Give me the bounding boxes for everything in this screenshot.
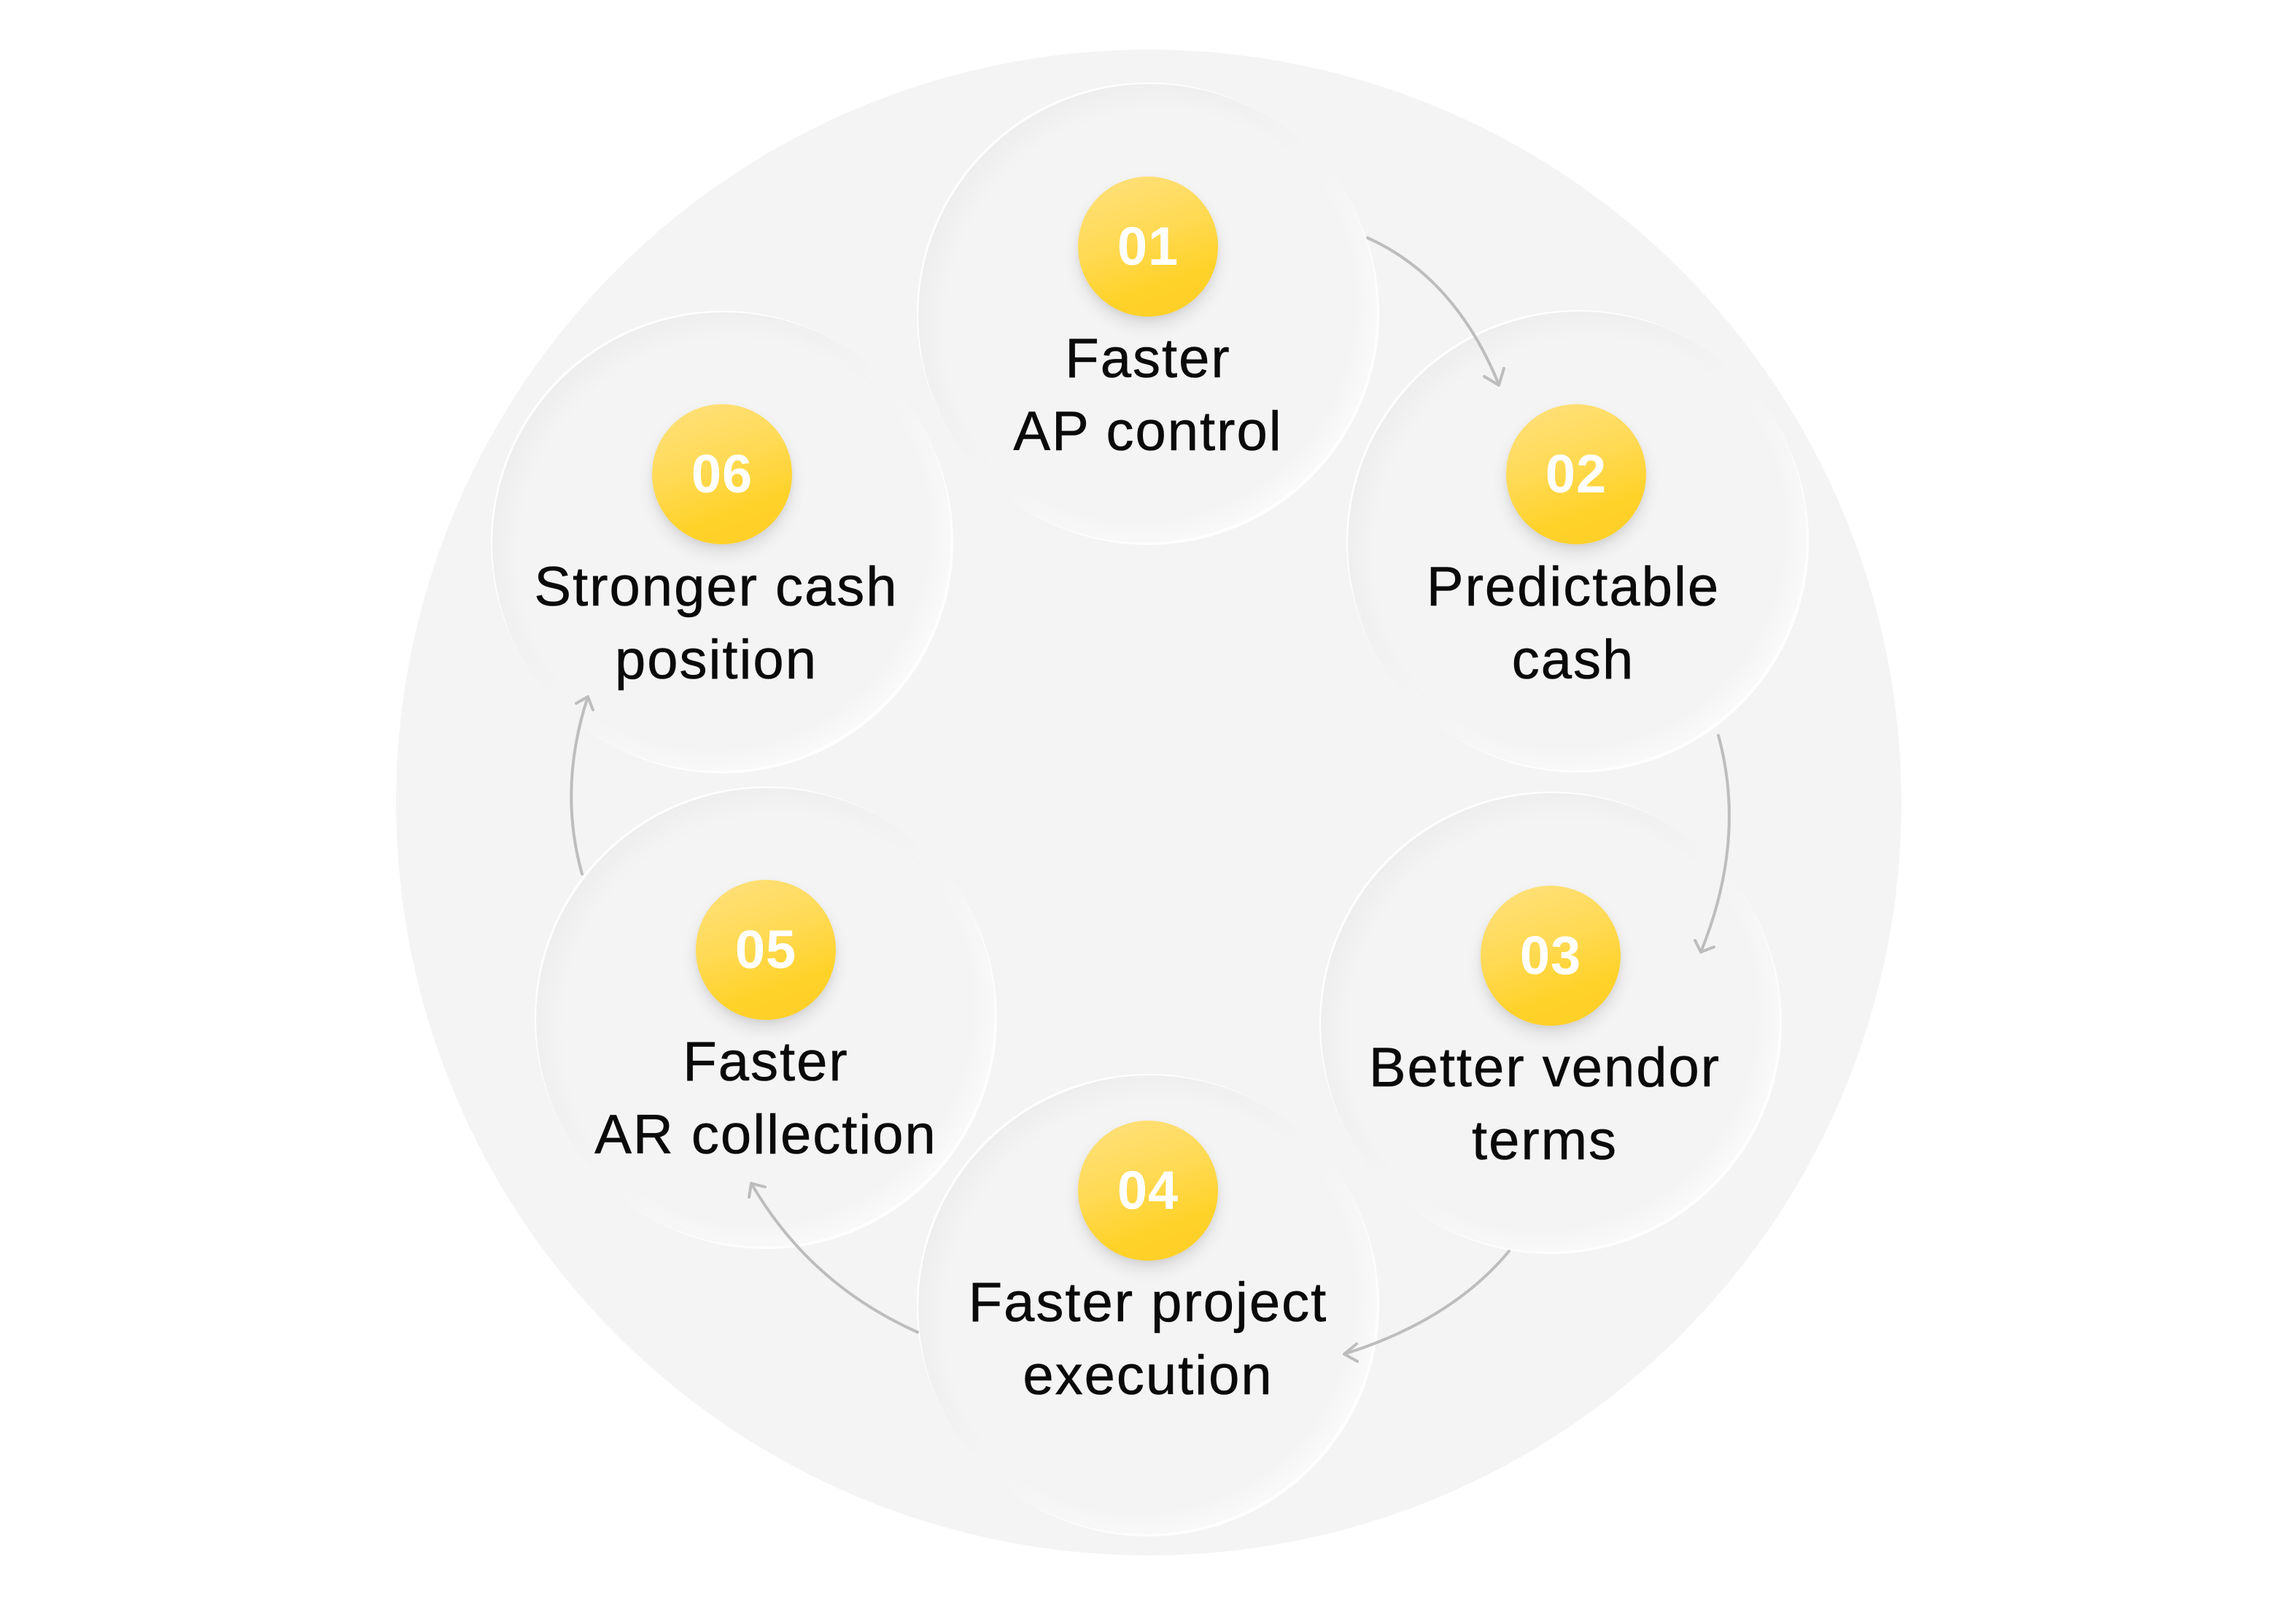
step-label-line1: Faster xyxy=(1065,328,1231,390)
step-label-line2: cash xyxy=(1511,629,1635,692)
step-03-circle: 03 Better vendor terms xyxy=(1319,792,1782,1254)
step-number: 06 xyxy=(691,444,753,504)
step-06-circle: 06 Stronger cash position xyxy=(491,311,953,773)
step-number: 02 xyxy=(1545,444,1607,504)
step-05-circle: 05 Faster AR collection xyxy=(535,786,997,1249)
step-02-label: Predictable cash xyxy=(1342,551,1804,697)
step-number: 04 xyxy=(1117,1160,1179,1221)
step-label-line2: AP control xyxy=(1013,401,1283,463)
step-label-line2: terms xyxy=(1472,1110,1618,1172)
step-number: 03 xyxy=(1519,925,1582,986)
step-03-badge: 03 xyxy=(1481,886,1621,1026)
step-label-line2: execution xyxy=(1023,1345,1273,1407)
step-number: 01 xyxy=(1117,216,1179,276)
step-01-label: Faster AP control xyxy=(917,322,1379,468)
step-06-label: Stronger cash position xyxy=(485,551,947,697)
step-03-label: Better vendor terms xyxy=(1314,1032,1776,1177)
step-04-label: Faster project execution xyxy=(917,1266,1379,1412)
step-02-badge: 02 xyxy=(1506,404,1646,544)
step-label-line1: Stronger cash xyxy=(534,556,899,619)
step-label-line2: AR collection xyxy=(594,1104,937,1167)
step-02-circle: 02 Predictable cash xyxy=(1346,310,1809,773)
step-05-label: Faster AR collection xyxy=(535,1026,997,1172)
step-label-line1: Better vendor xyxy=(1368,1037,1721,1099)
step-label-line1: Predictable xyxy=(1426,556,1721,619)
step-04-circle: 04 Faster project execution xyxy=(917,1074,1379,1536)
step-05-badge: 05 xyxy=(696,880,836,1020)
step-label-line2: position xyxy=(615,629,818,692)
step-06-badge: 06 xyxy=(652,404,792,544)
step-01-circle: 01 Faster AP control xyxy=(917,82,1379,545)
step-04-badge: 04 xyxy=(1078,1121,1218,1261)
step-label-line1: Faster project xyxy=(968,1272,1328,1334)
step-number: 05 xyxy=(734,919,797,980)
step-01-badge: 01 xyxy=(1078,177,1218,317)
step-label-line1: Faster xyxy=(683,1031,849,1094)
